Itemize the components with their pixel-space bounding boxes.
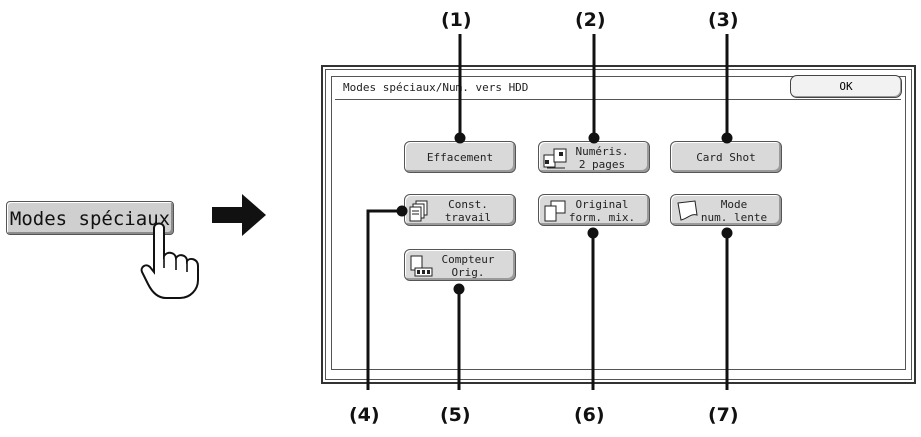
numeris-label-2: 2 pages xyxy=(578,158,626,171)
compteur-label-2: Orig. xyxy=(451,266,485,279)
compteur-orig-button[interactable]: Compteur Orig. xyxy=(404,249,516,281)
const-label-1: Const. xyxy=(448,198,488,211)
const-label-2: travail xyxy=(444,211,492,224)
right-arrow-icon xyxy=(212,194,266,236)
callout-7: (7) xyxy=(708,404,739,426)
modes-speciaux-key[interactable]: Modes spéciaux xyxy=(6,201,174,235)
original-form-mix-button[interactable]: Original form. mix. xyxy=(538,194,650,226)
mode-label-2: num. lente xyxy=(700,211,768,224)
numeris-2-pages-button[interactable]: Numéris. 2 pages xyxy=(538,141,650,173)
callout-6: (6) xyxy=(574,404,605,426)
callout-1: (1) xyxy=(441,9,472,31)
callout-4: (4) xyxy=(349,404,380,426)
original-label-1: Original xyxy=(575,198,629,211)
callout-2: (2) xyxy=(575,9,606,31)
effacement-button[interactable]: Effacement xyxy=(404,141,516,173)
original-label-2: form. mix. xyxy=(568,211,636,224)
counter-icon xyxy=(410,255,433,277)
callout-3: (3) xyxy=(708,9,739,31)
title-bar xyxy=(335,77,901,100)
effacement-label: Effacement xyxy=(426,151,494,164)
numeris-label-1: Numéris. xyxy=(575,145,629,158)
pointing-hand-icon xyxy=(140,222,199,299)
ok-button[interactable]: OK xyxy=(790,75,902,98)
card-shot-label: Card Shot xyxy=(696,151,756,164)
compteur-label-1: Compteur xyxy=(441,253,495,266)
mode-label-1: Mode xyxy=(720,198,748,211)
slow-scan-page-icon xyxy=(677,200,698,221)
card-shot-button[interactable]: Card Shot xyxy=(670,141,782,173)
stacked-pages-icon xyxy=(409,200,428,222)
const-travail-button[interactable]: Const. travail xyxy=(404,194,516,226)
screen-title: Modes spéciaux/Num. vers HDD xyxy=(343,81,529,94)
mode-num-lente-button[interactable]: Mode num. lente xyxy=(670,194,782,226)
two-page-scan-icon xyxy=(543,148,567,169)
callout-5: (5) xyxy=(440,404,471,426)
mixed-originals-icon xyxy=(544,200,566,222)
